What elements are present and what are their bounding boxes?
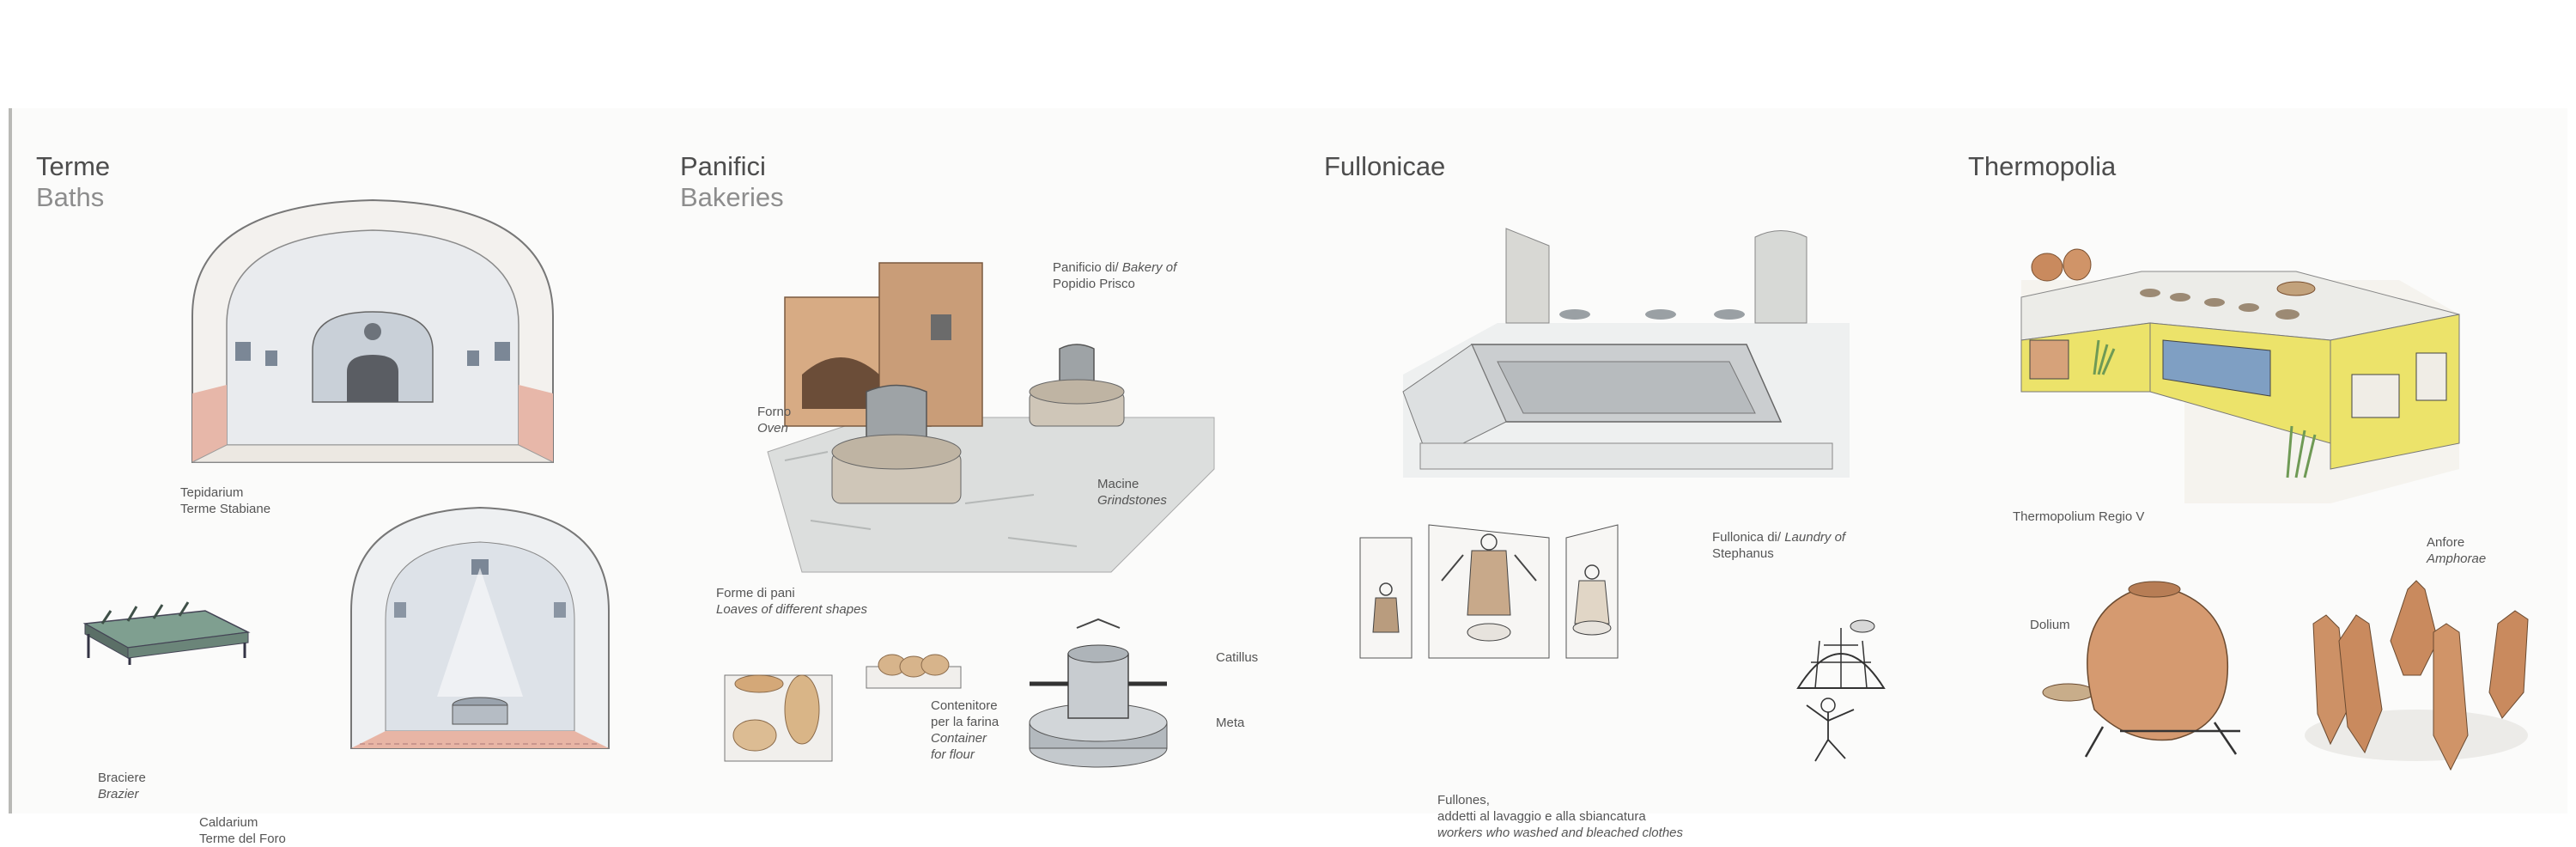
caption-bakery: Panificio di/ Bakery of Popidio Prisco xyxy=(1053,260,1177,291)
caption-amphorae: Anfore Amphorae xyxy=(2427,535,2487,566)
tepidarium-illustration xyxy=(191,198,554,463)
section-title: Terme xyxy=(36,151,111,181)
caption-dolium: Dolium xyxy=(2030,618,2070,632)
section-panifici: Panifici Bakeries Panificio di/ Bakery o… xyxy=(656,108,1300,813)
dolium-illustration xyxy=(2042,581,2240,758)
fresco-workers-illustration xyxy=(1359,524,1619,659)
section-title: Fullonicae xyxy=(1324,151,1446,181)
loaves-illustration xyxy=(724,654,962,762)
brazier-illustration xyxy=(82,601,251,665)
amphorae-illustration xyxy=(2305,580,2529,771)
caption-fullones: Fullones, addetti al lavaggio e alla sbi… xyxy=(1437,793,1684,840)
caption-oven: Forno Oven xyxy=(757,405,792,436)
brochure-strip: Terme Baths Tepidarium Terme Stabiane xyxy=(9,108,2567,846)
section-fullonicae: Fullonicae Fullonica di/ Laundry of Step… xyxy=(1300,108,1944,840)
caption-meta: Meta xyxy=(1216,716,1245,730)
section-thermopolia: Thermopolia Thermopolium Regio V xyxy=(1944,108,2571,813)
laundry-vats-illustration xyxy=(1402,228,1850,478)
section-subtitle: Bakeries xyxy=(680,182,784,212)
caption-catillus: Catillus xyxy=(1216,650,1259,665)
section-title: Panifici xyxy=(680,151,766,181)
caption-grindstones: Macine Grindstones xyxy=(1097,477,1167,508)
section-terme: Terme Baths Tepidarium Terme Stabiane xyxy=(12,108,656,846)
caption-flour-container: Contenitore per la farina Container for … xyxy=(931,698,999,762)
wicker-frame-illustration xyxy=(1796,619,1886,762)
section-title: Thermopolia xyxy=(1968,151,2117,181)
caption-tepidarium: Tepidarium Terme Stabiane xyxy=(180,485,271,516)
caldarium-illustration xyxy=(350,506,610,749)
thermopolium-counter-illustration xyxy=(2020,248,2460,503)
caption-brazier: Braciere Brazier xyxy=(98,771,146,801)
caption-caldarium: Caldarium Terme del Foro xyxy=(199,815,286,846)
section-subtitle: Baths xyxy=(36,182,105,212)
mill-illustration xyxy=(1029,618,1168,768)
caption-laundry: Fullonica di/ Laundry of Stephanus xyxy=(1712,530,1846,561)
bakery-illustration xyxy=(767,262,1215,573)
caption-thermopolium: Thermopolium Regio V xyxy=(2013,509,2145,524)
caption-loaves: Forme di pani Loaves of different shapes xyxy=(716,586,867,617)
